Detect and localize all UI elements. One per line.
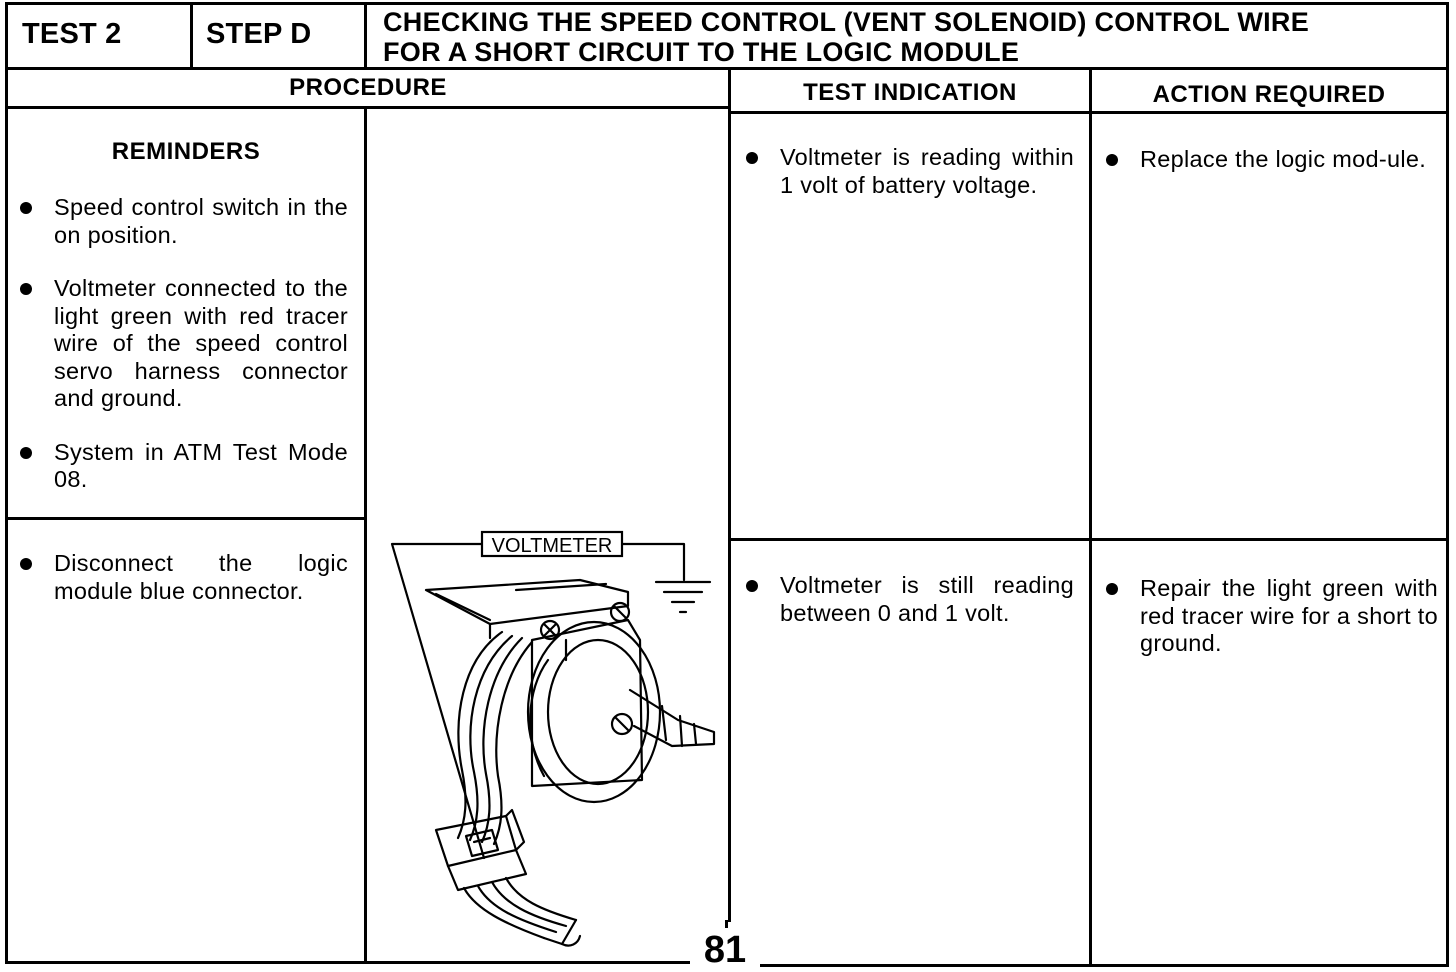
frame-bottom-left: [5, 961, 695, 964]
reminders-bottom: [5, 517, 366, 520]
procedure-head-bottom: [5, 106, 731, 109]
test-indication-heading: TEST INDICATION: [803, 79, 1017, 106]
action-row-1: Replace the logic mod-ule.: [1104, 146, 1438, 174]
row-divider: [729, 538, 1449, 541]
indication-row-2: Voltmeter is still reading between 0 and…: [744, 572, 1074, 627]
action-item: Replace the logic mod-ule.: [1104, 146, 1438, 174]
procedure-heading: PROCEDURE: [289, 74, 447, 101]
reminder-item: Voltmeter connected to the light green w…: [18, 275, 348, 413]
reminder-item: System in ATM Test Mode 08.: [18, 439, 348, 494]
indication-item: Voltmeter is reading within 1 volt of ba…: [744, 144, 1074, 199]
reminder-item: Speed control switch in the on position.: [18, 194, 348, 249]
frame-top: [6, 2, 1449, 5]
action-item: Repair the light green with red tracer w…: [1104, 575, 1438, 658]
header-divider-2: [364, 2, 367, 68]
voltmeter-label: VOLTMETER: [492, 535, 613, 557]
action-required-heading: ACTION REQUIRED: [1152, 81, 1386, 108]
frame-left: [5, 2, 8, 964]
indication-item: Voltmeter is still reading between 0 and…: [744, 572, 1074, 627]
test-title-line-1: CHECKING THE SPEED CONTROL (VENT SOLENOI…: [383, 7, 1310, 37]
procedure-step-item: Disconnect the logic module blue connect…: [18, 550, 348, 605]
page-number: 81: [690, 928, 760, 972]
voltmeter-label-box: [480, 530, 624, 558]
test-number: TEST 2: [22, 18, 122, 50]
step-label: STEP D: [206, 18, 312, 50]
frame-bottom-right: [758, 964, 1449, 967]
header-divider-1: [190, 2, 193, 68]
procedure-step: Disconnect the logic module blue connect…: [18, 550, 348, 605]
action-row-2: Repair the light green with red tracer w…: [1104, 575, 1438, 658]
frame-right: [1446, 2, 1449, 966]
reminders-right-border: [364, 106, 367, 964]
procedure-right-border: [728, 67, 731, 922]
action-left-border: [1089, 67, 1092, 967]
reminders-list: Speed control switch in the on position.…: [18, 194, 348, 494]
reminders-heading: REMINDERS: [111, 138, 261, 165]
test-title-line-2: FOR A SHORT CIRCUIT TO THE LOGIC MODULE: [383, 37, 1020, 67]
indication-row-1: Voltmeter is reading within 1 volt of ba…: [744, 144, 1074, 199]
servo-voltmeter-figure: VOLTMETER: [390, 530, 716, 947]
header-bottom: [5, 67, 1449, 70]
